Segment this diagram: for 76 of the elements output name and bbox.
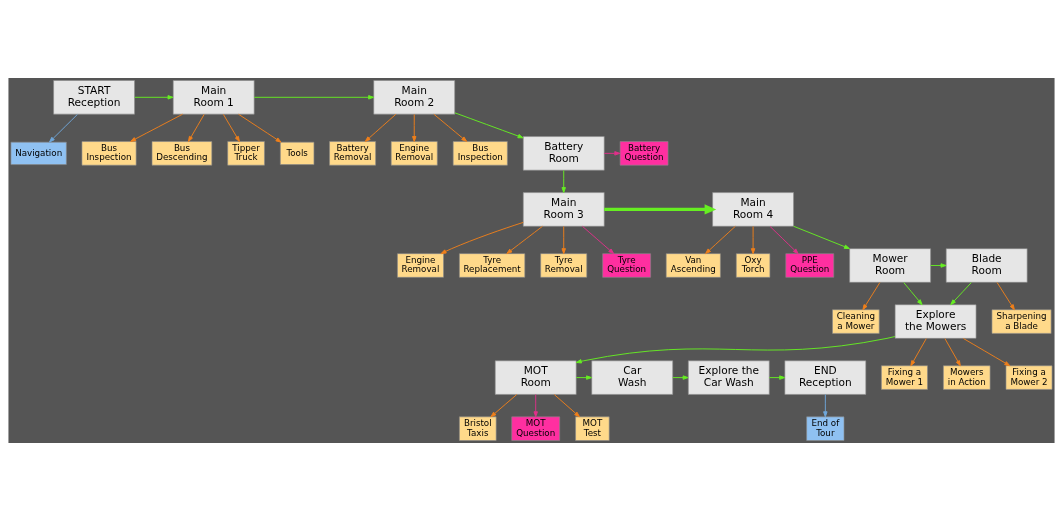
node-box: Sharpening a Blade [991, 309, 1052, 334]
arrow [705, 225, 736, 255]
node-box: Main Room 1 [172, 80, 255, 115]
arrow [862, 282, 881, 311]
node-box: Main Room 4 [712, 192, 794, 227]
arrow [187, 113, 205, 142]
node-box: Tipper Truck [227, 141, 265, 166]
node-box: Bristol Taxis [459, 416, 497, 441]
arrow [750, 226, 756, 255]
arrow [412, 113, 417, 142]
arrow [962, 338, 1011, 367]
node-box: Fixing a Mower 1 [881, 365, 928, 390]
node-box: Explore the Mowers [894, 304, 977, 339]
arrow [903, 282, 923, 306]
arrow [996, 282, 1015, 311]
node-box: Battery Question [619, 141, 669, 166]
node-box: MOT Room [494, 360, 577, 395]
arrow [553, 394, 580, 418]
arrow [134, 95, 174, 100]
node-box: Engine Removal [390, 141, 438, 166]
node-box: Tyre Question [602, 253, 651, 278]
arrow [793, 225, 850, 250]
arrow [930, 263, 947, 268]
node-box: Fixing a Mower 2 [1005, 365, 1053, 390]
node-box: Tyre Replacement [459, 253, 526, 278]
arrow [603, 151, 621, 156]
node-box: Explore the Car Wash [688, 360, 770, 395]
node-box: Car Wash [591, 360, 674, 395]
arrow [561, 226, 566, 255]
node-box: Mowers in Action [943, 365, 991, 390]
node-box: End of Tour [806, 416, 845, 441]
arrow [433, 113, 468, 142]
arrow [575, 375, 593, 380]
node-box: PPE Question [785, 253, 835, 278]
arrow [253, 95, 375, 100]
node-box: MOT Test [575, 416, 610, 441]
node-box: Battery Removal [329, 141, 376, 166]
node-box: Battery Room [522, 136, 605, 171]
arrow [944, 338, 961, 367]
node-box: Main Room 2 [373, 80, 456, 115]
node-box: Bus Inspection [81, 141, 137, 166]
node-box: Tyre Removal [540, 253, 588, 278]
node-box: START Reception [53, 80, 135, 115]
arrow [222, 113, 240, 142]
arrow [575, 336, 896, 364]
node-box: Bus Descending [151, 141, 213, 166]
arrow [533, 394, 538, 418]
arrow [238, 113, 282, 143]
arrow [440, 221, 524, 255]
node-box: Bus Inspection [452, 141, 508, 166]
node-box: MOT Question [511, 416, 560, 441]
node-box: END Reception [784, 360, 867, 395]
node-box: Cleaning a Mower [832, 309, 880, 334]
node-box: Van Ascending [665, 253, 721, 278]
node-box: Mower Room [849, 248, 931, 283]
node-box: Main Room 3 [522, 192, 605, 227]
node-box: Oxy Torch [735, 253, 771, 278]
node-box: Navigation [10, 141, 67, 165]
arrow [768, 375, 786, 380]
arrow [454, 112, 524, 139]
arrow [604, 204, 717, 215]
arrow [910, 338, 927, 367]
arrow [130, 113, 184, 142]
arrow [506, 225, 543, 255]
arrow [769, 226, 799, 255]
arrow [490, 394, 518, 418]
node-box: Engine Removal [397, 253, 444, 278]
node-box: Tools [280, 141, 315, 165]
arrow [823, 394, 828, 418]
arrow [49, 113, 78, 143]
arrow [950, 282, 972, 306]
arrow [672, 375, 689, 380]
arrow [364, 113, 397, 142]
arrow [561, 169, 566, 194]
arrow [581, 225, 615, 255]
node-box: Blade Room [945, 248, 1028, 283]
